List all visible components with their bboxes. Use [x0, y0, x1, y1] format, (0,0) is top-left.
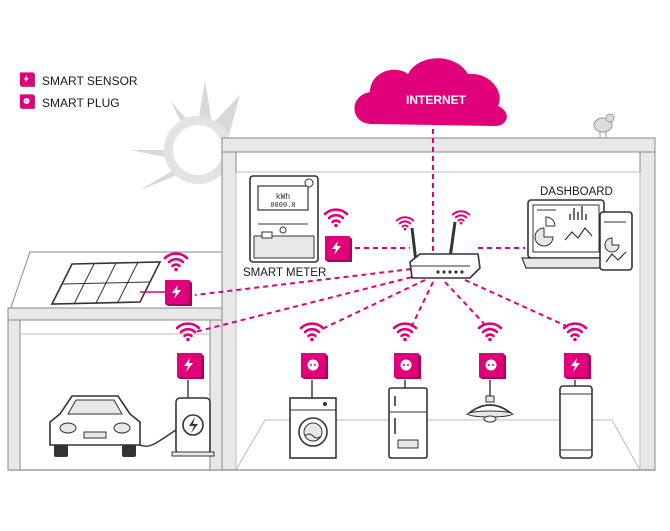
legend-plug-icon [19, 94, 35, 109]
legend: SMART SENSOR SMART PLUG [19, 72, 138, 110]
refrigerator [388, 387, 428, 459]
meter-unit: kWh [276, 192, 291, 201]
house [7, 137, 656, 471]
legend-label-plug: SMART PLUG [42, 96, 120, 110]
washing-machine [289, 397, 337, 459]
solar-panel [50, 261, 168, 305]
network-links [194, 120, 576, 333]
water-heater [559, 385, 593, 459]
smart-meter-label: SMART METER [243, 267, 326, 279]
sun-icon [130, 80, 260, 190]
smart-meter: kWh 0000.0 SMART METER [243, 175, 326, 279]
router-icon [395, 210, 481, 279]
dashboard: DASHBOARD [521, 186, 633, 271]
meter-reading: 0000.0 [270, 201, 295, 209]
internet-cloud: INTERNET [354, 58, 507, 126]
bird-icon [593, 113, 615, 138]
dashboard-label: DASHBOARD [540, 186, 613, 198]
internet-label: INTERNET [406, 93, 467, 107]
ev-charger [171, 397, 215, 457]
car [49, 395, 141, 457]
pendant-lamp [465, 395, 515, 423]
legend-label-sensor: SMART SENSOR [42, 74, 138, 88]
legend-sensor-icon [19, 72, 35, 87]
